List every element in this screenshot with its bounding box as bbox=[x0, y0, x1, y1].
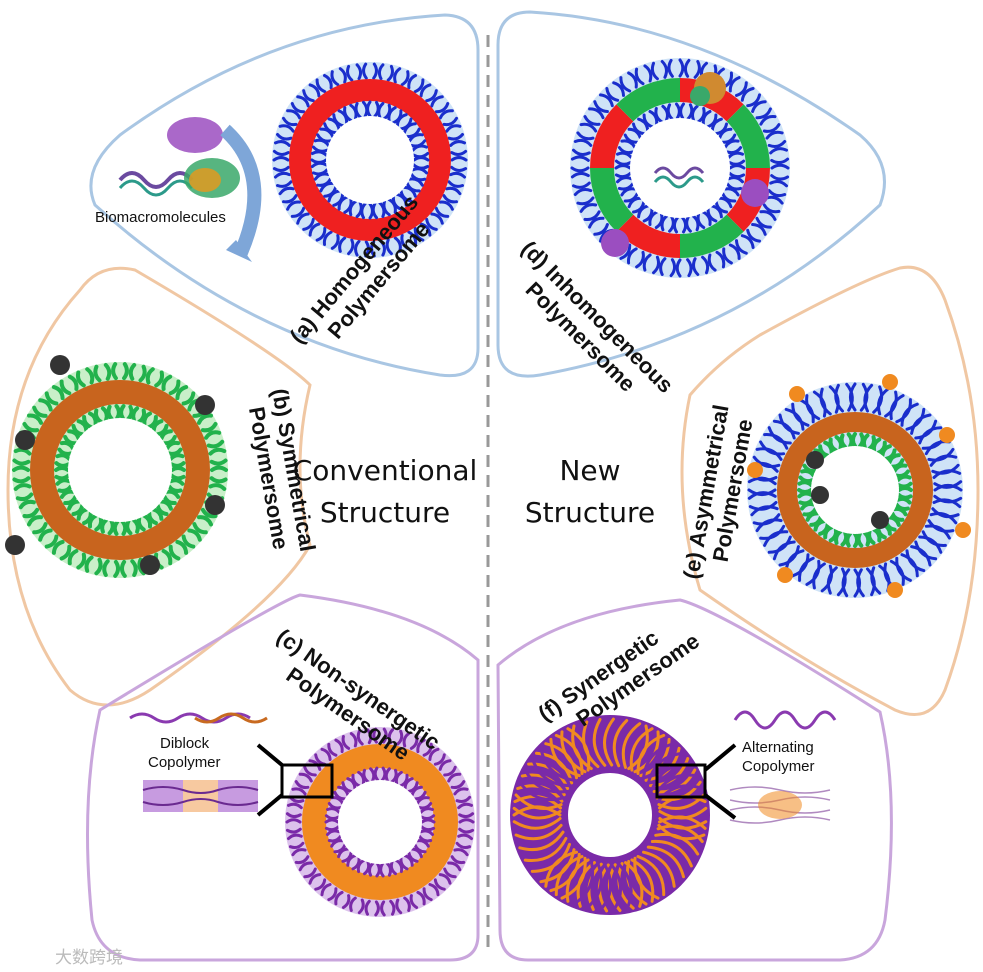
panel-b-outline bbox=[6, 266, 312, 707]
vesicle-c bbox=[285, 727, 475, 917]
zoom-box-c bbox=[280, 763, 334, 799]
biomacromolecule-graphic bbox=[118, 117, 262, 262]
alternating-label-line1: Alternating bbox=[742, 739, 814, 756]
panel-d-outline bbox=[496, 10, 886, 378]
alternating-membrane-inset bbox=[729, 786, 831, 824]
vesicle-e bbox=[747, 374, 971, 598]
diblock-label-line2: Copolymer bbox=[148, 754, 221, 771]
panel-a-outline bbox=[89, 13, 480, 378]
alternating-label-line2: Copolymer bbox=[742, 758, 815, 775]
diblock-strand bbox=[129, 712, 251, 724]
vesicle-f bbox=[510, 715, 710, 915]
vesicle-a bbox=[272, 62, 468, 258]
vesicle-d bbox=[570, 58, 790, 278]
conventional-title-line2: Structure bbox=[320, 496, 450, 529]
panel-f-outline bbox=[496, 598, 893, 962]
biomacromolecules-label: Biomacromolecules bbox=[95, 209, 226, 226]
alternating-strand bbox=[733, 710, 837, 730]
conventional-title-line1: Conventional bbox=[293, 454, 478, 487]
panel-e-outline bbox=[680, 265, 980, 716]
new-title-line1: New bbox=[559, 454, 620, 487]
watermark: 大数跨境 bbox=[55, 948, 123, 968]
panel-c-outline bbox=[86, 593, 480, 962]
zoom-box-f bbox=[655, 763, 707, 799]
diblock-label-line1: Diblock bbox=[160, 735, 210, 752]
vesicle-b bbox=[5, 355, 228, 578]
diblock-membrane-inset bbox=[142, 780, 259, 812]
new-title-line2: Structure bbox=[525, 496, 655, 529]
